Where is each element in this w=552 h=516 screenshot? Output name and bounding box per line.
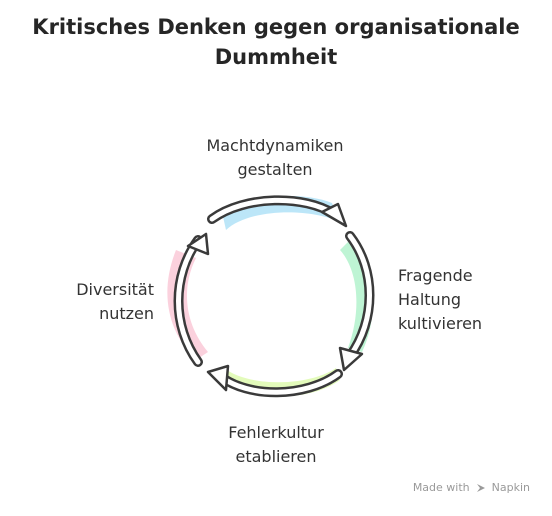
diagram-title: Kritisches Denken gegen organisationale … xyxy=(0,12,552,72)
napkin-logo-icon xyxy=(476,483,485,492)
step-label-line: nutzen xyxy=(99,304,154,323)
arrow-top xyxy=(207,195,348,228)
step-label-line: Fragende xyxy=(398,266,473,285)
step-label-line: etablieren xyxy=(235,447,317,466)
step-label-machtdynamiken: Machtdynamiken gestalten xyxy=(160,134,390,182)
step-label-line: gestalten xyxy=(237,160,313,179)
title-line-1: Kritisches Denken gegen organisationale xyxy=(32,15,520,39)
title-line-2: Dummheit xyxy=(214,45,338,69)
step-label-fehlerkultur: Fehlerkultur etablieren xyxy=(176,421,376,469)
step-label-diversitaet: Diversität nutzen xyxy=(44,278,154,326)
step-label-line: kultivieren xyxy=(398,314,483,333)
step-label-line: Fehlerkultur xyxy=(228,423,324,442)
step-label-line: Machtdynamiken xyxy=(206,136,344,155)
credit-made-with: Made with xyxy=(412,481,470,494)
step-label-line: Diversität xyxy=(76,280,154,299)
arrow-left xyxy=(173,232,210,367)
step-label-line: Haltung xyxy=(398,290,461,309)
arrow-right xyxy=(338,231,375,372)
step-label-fragende-haltung: Fragende Haltung kultivieren xyxy=(398,264,482,336)
credit-brand: Napkin xyxy=(491,481,530,494)
napkin-credit[interactable]: Made with Napkin xyxy=(413,481,530,494)
arrow-bottom xyxy=(206,364,343,398)
